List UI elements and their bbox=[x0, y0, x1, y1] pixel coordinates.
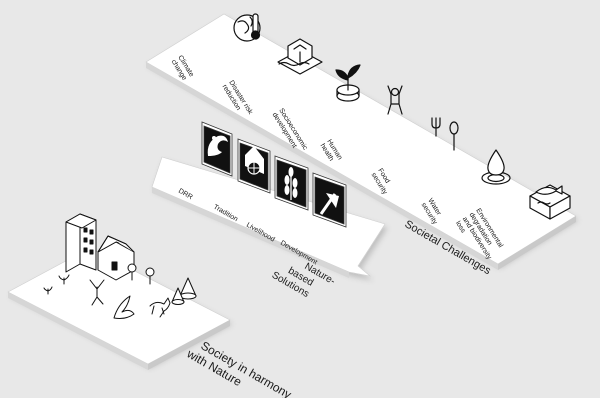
human-icon bbox=[387, 85, 403, 115]
sprout-icon bbox=[43, 274, 70, 295]
trees-icon bbox=[127, 263, 155, 285]
society-platform bbox=[7, 247, 231, 370]
person-jumping-icon bbox=[89, 279, 105, 306]
nbs-tile-development bbox=[312, 172, 347, 228]
water-drop-icon bbox=[481, 149, 511, 185]
apartment-building-icon bbox=[65, 213, 97, 273]
nbs-tile-livelihood bbox=[274, 155, 309, 211]
animal-icon bbox=[149, 297, 171, 318]
globe-thermometer-icon bbox=[233, 13, 261, 42]
seedling-icon bbox=[335, 64, 361, 102]
challenge-icons bbox=[233, 13, 571, 220]
house-flood-icon bbox=[277, 38, 323, 75]
nbs-wedge bbox=[151, 156, 386, 278]
societal-challenges-platform bbox=[145, 13, 577, 270]
cone-trees-icon bbox=[171, 277, 197, 305]
society-illustrations bbox=[43, 213, 197, 319]
nbs-tile-tradition bbox=[237, 138, 271, 194]
house-icon bbox=[97, 235, 135, 281]
society-title: Society in harmony with Nature bbox=[184, 334, 297, 398]
fork-spoon-icon bbox=[431, 117, 459, 151]
bird-icon bbox=[113, 295, 135, 319]
nbs-tile-drr bbox=[201, 121, 233, 177]
nbs-tiles bbox=[201, 121, 347, 228]
fish-bowl-icon bbox=[529, 184, 571, 220]
